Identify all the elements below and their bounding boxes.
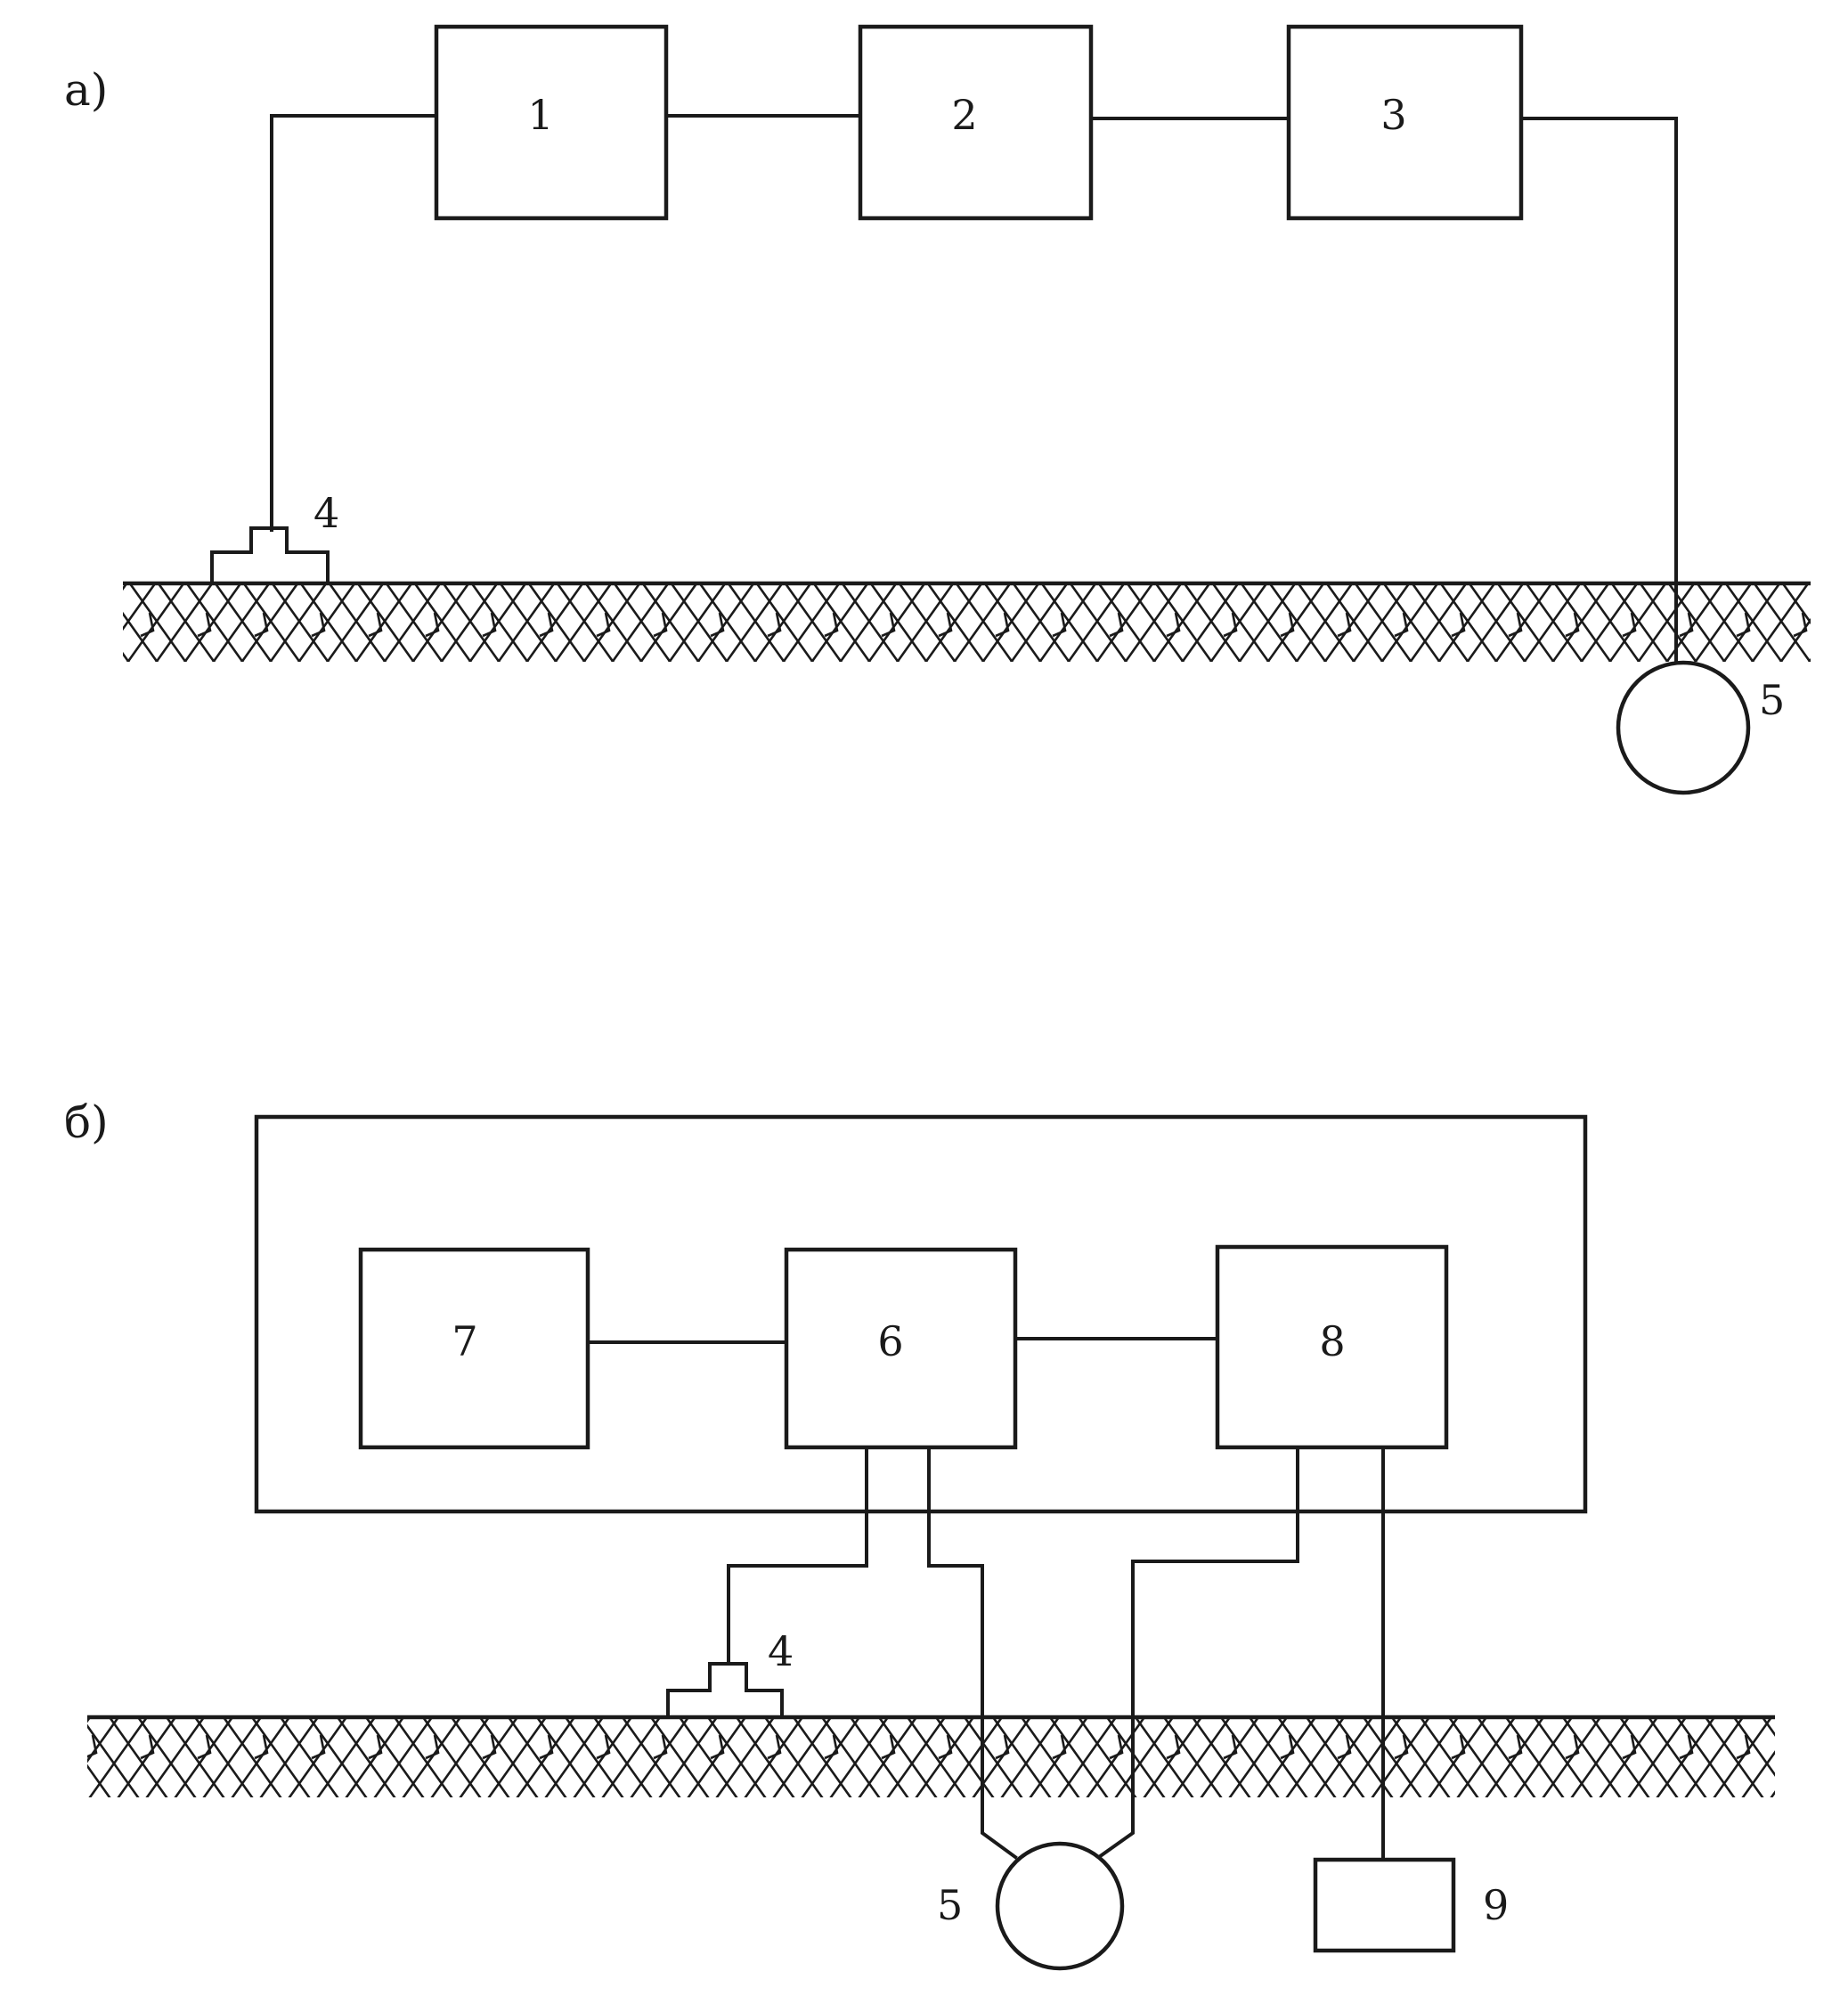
panel-a-block-3: 3 [1286,24,1524,221]
panel-b-label: б) [64,1096,109,1148]
panel-b-soil-hatch [87,1717,1775,1797]
electrode-label: 4 [313,489,339,537]
block-3 [1286,24,1524,221]
panel-b-block-6: 6 [784,1247,1018,1450]
panel-b: б) 7 6 8 [64,1096,1775,1971]
panel-a-ground [123,581,1811,662]
panel-b-wires [586,1337,1385,1861]
electrode-label: 4 [768,1627,794,1675]
panel-b-sensor: 9 [1313,1857,1509,1953]
block-2 [858,24,1094,221]
probe-label: 5 [937,1881,963,1929]
panel-a-block-2: 2 [858,24,1094,221]
electrode-symbol [210,526,330,582]
panel-a-wire-block3-probe [1519,117,1678,665]
panel-a-wires [270,114,1678,665]
block-6-label: 6 [877,1317,903,1365]
panel-a-label: а) [64,64,108,116]
panel-b-probe: 5 [937,1841,1125,1971]
panel-a-wire-electrode-block1 [270,114,438,532]
block-6 [784,1247,1018,1450]
panel-a-probe: 5 [1616,660,1785,795]
probe-circle [995,1841,1125,1971]
block-7 [358,1247,590,1450]
panel-b-block-8: 8 [1215,1244,1449,1450]
panel-b-block-7: 7 [358,1247,590,1450]
panel-a: а) 1 2 3 4 [64,24,1811,795]
block-2-label: 2 [951,91,977,139]
probe-circle [1616,660,1751,795]
block-8 [1215,1244,1449,1450]
panel-a-electrode: 4 [210,489,339,582]
panel-b-ground [87,1715,1775,1797]
block-3-label: 3 [1380,91,1406,139]
electrode-symbol [666,1662,784,1717]
sensor-label: 9 [1483,1881,1509,1929]
block-1 [434,24,669,221]
panel-b-electrode: 4 [666,1627,794,1717]
block-8-label: 8 [1319,1317,1345,1365]
wire-block6-probe [927,1446,1018,1860]
probe-label: 5 [1759,676,1785,724]
wire-block8-probe [1096,1446,1299,1860]
panel-a-soil-hatch [123,583,1811,662]
wire-block6-electrode [727,1446,868,1666]
panel-a-block-1: 1 [434,24,669,221]
block-1-label: 1 [527,91,553,139]
block-7-label: 7 [452,1317,477,1365]
sensor-box [1313,1857,1456,1953]
